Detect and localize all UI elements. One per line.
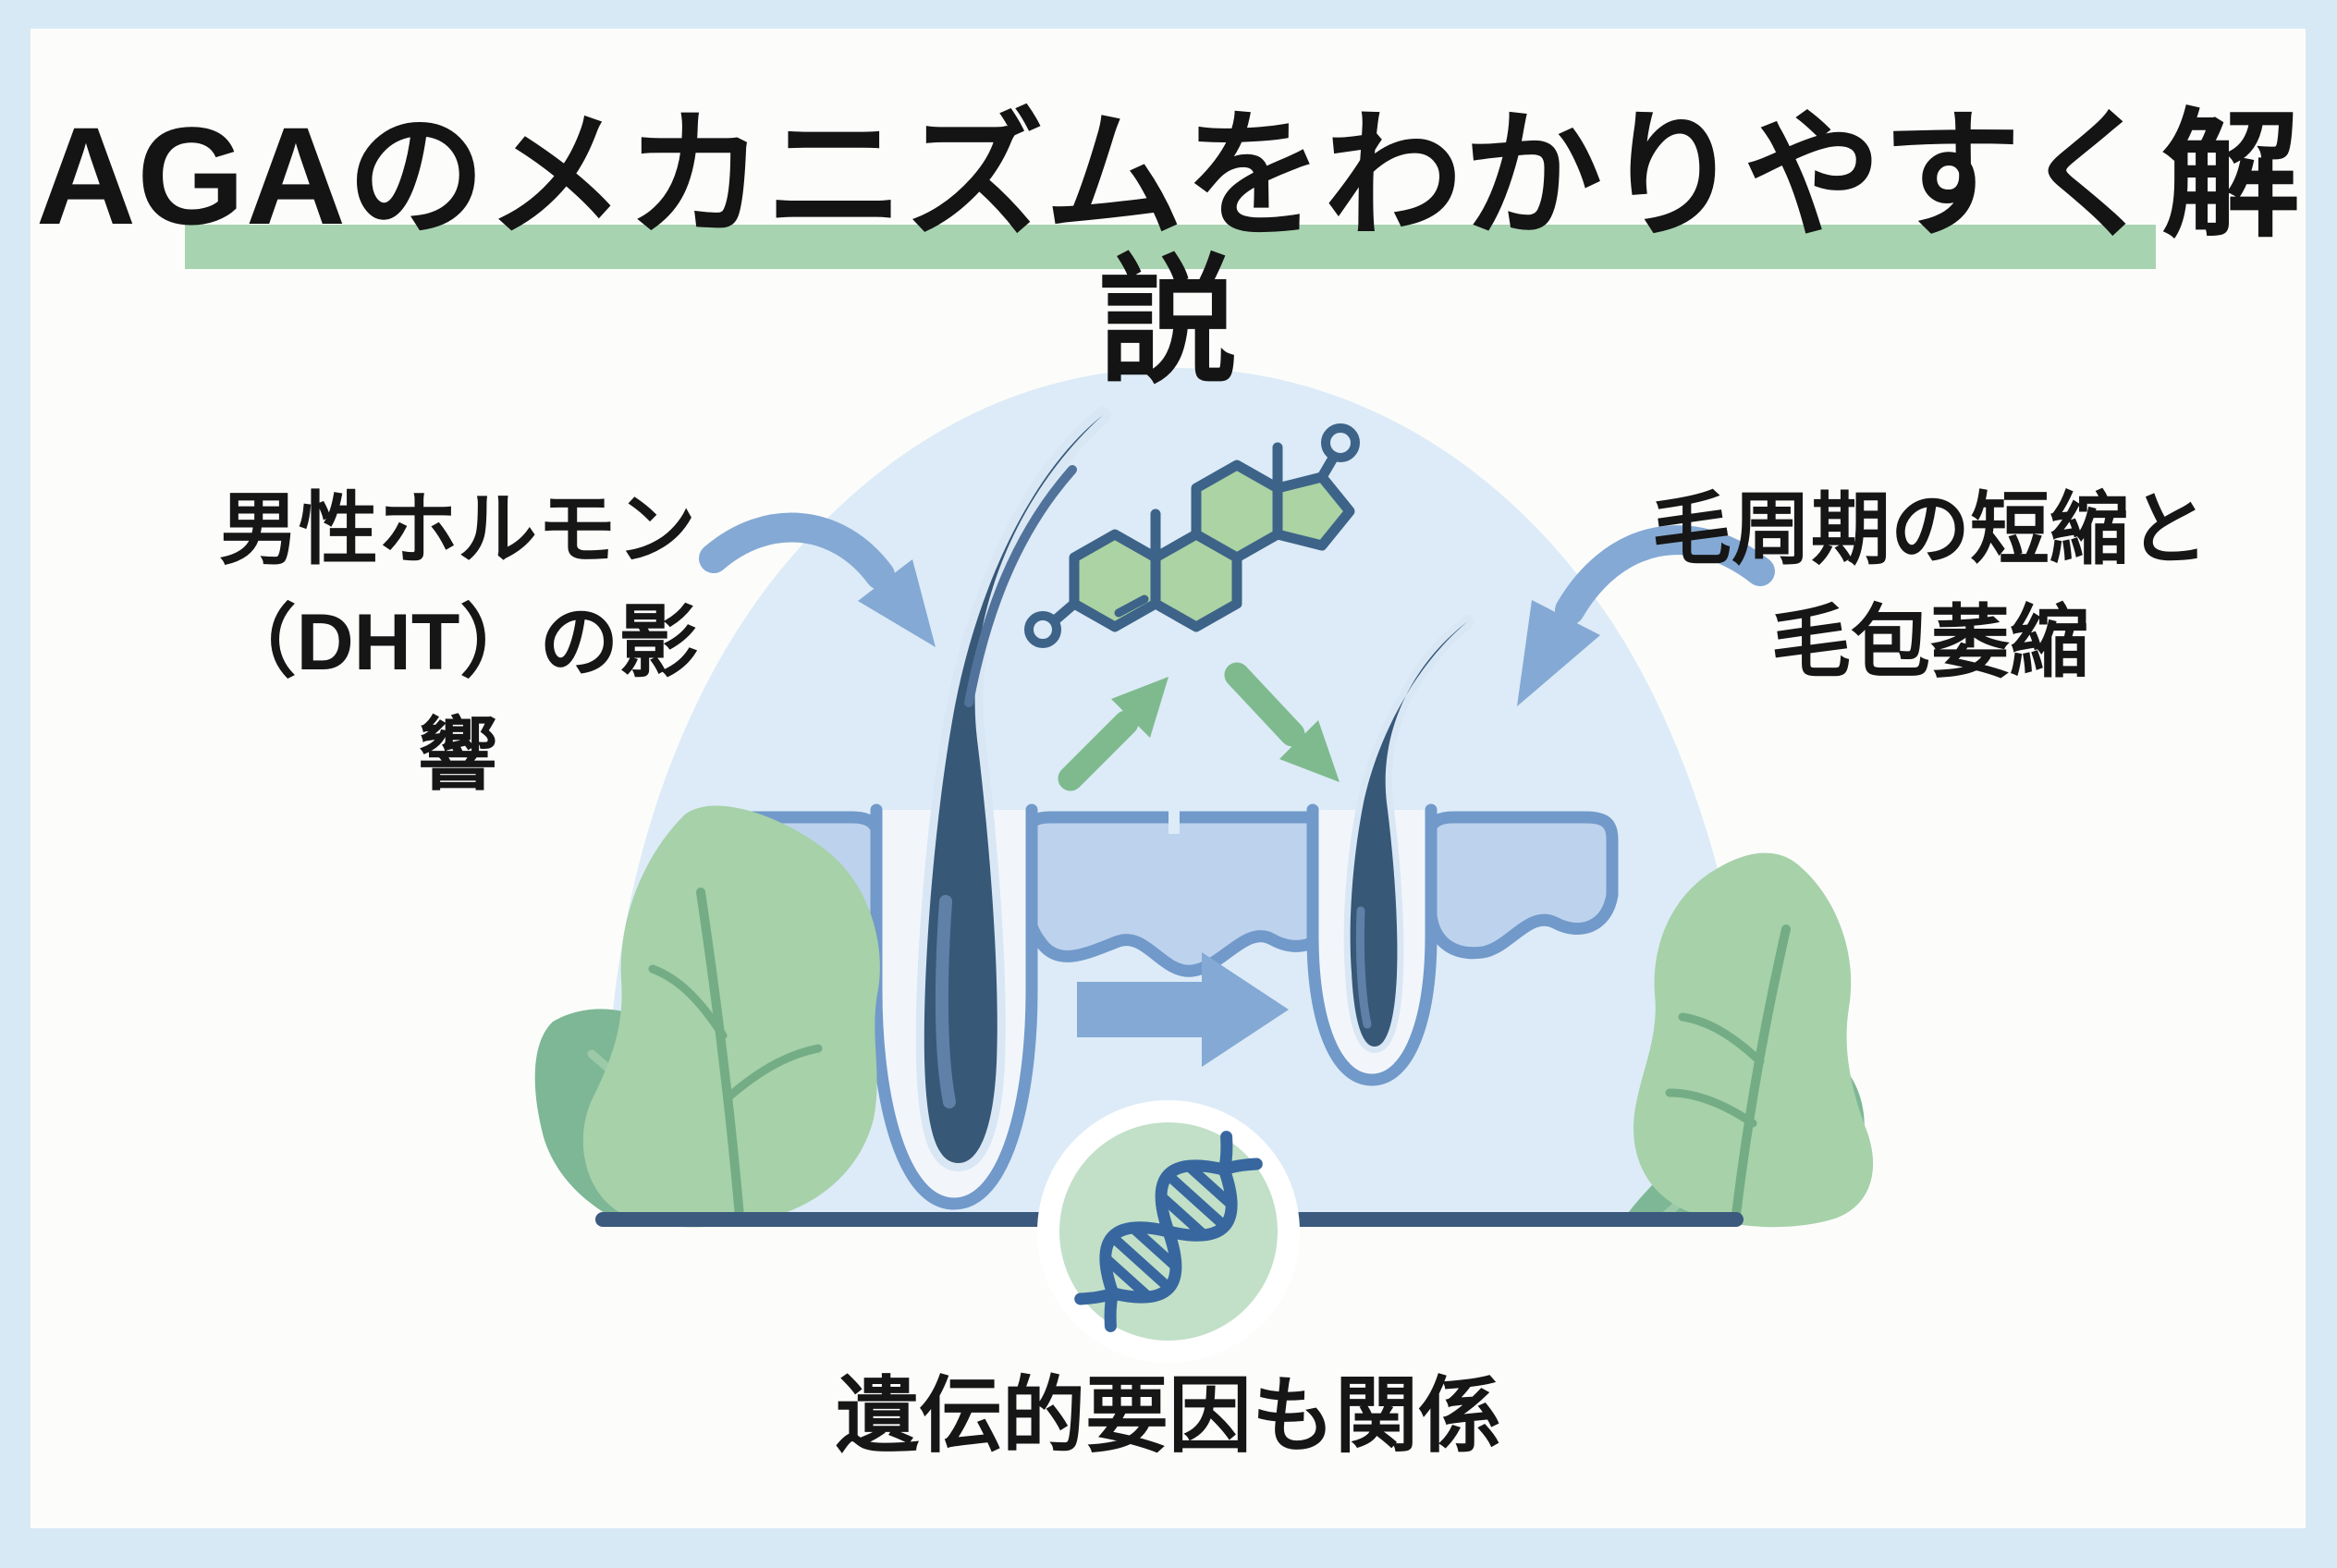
leaf-light-right-vein-branch2 xyxy=(1665,1088,1757,1128)
molecule-double-bond xyxy=(1114,594,1149,618)
label-dht-line1: 男性ホルモン xyxy=(219,485,696,574)
dna-rungs xyxy=(1100,1160,1237,1303)
leaf-light-right-vein xyxy=(1731,925,1791,1219)
dna-genetics-badge xyxy=(1037,1100,1300,1363)
molecule-ring-d xyxy=(1272,472,1355,551)
green-arrow-up-icon xyxy=(1058,677,1168,791)
dht-molecule-icon xyxy=(1024,423,1360,648)
molecule-oh-bottom-icon xyxy=(1024,611,1061,648)
label-hair-cycle: 毛周期の短縮と 毛包萎縮 xyxy=(1644,473,2217,699)
curved-influence-arrows xyxy=(699,512,1775,706)
hair-shaft-highlight xyxy=(964,465,1077,707)
leaf-light-left-vein xyxy=(696,888,744,1221)
progression-arrow-icon xyxy=(1077,952,1289,1067)
page-title: AGAのメカニズムをわかりやすく解説 xyxy=(35,98,2302,399)
leaf-light-left-vein-branch2 xyxy=(726,1044,823,1100)
title-highlight-bar xyxy=(185,225,2156,269)
dna-strand-2 xyxy=(1099,1131,1238,1332)
label-cycle-line2: 毛包萎縮 xyxy=(1771,598,2089,688)
healthy-follicle xyxy=(870,407,1111,1210)
thin-hair-strand-core xyxy=(1350,621,1468,1047)
label-genetic-factors: 遺伝的要因も関係 xyxy=(836,1370,1501,1463)
healthy-hair-strand-core xyxy=(924,415,1103,1163)
follicle-pocket-outline xyxy=(870,803,1038,1210)
green-reaction-arrows xyxy=(1058,662,1340,791)
small-follicle-pocket-outline xyxy=(1306,803,1438,1086)
leaf-light-left-vein-branch1 xyxy=(648,964,728,1040)
skin-segment-middle xyxy=(1018,811,1340,977)
small-bulb-highlight xyxy=(1355,906,1372,1029)
leaf-light-left xyxy=(582,805,880,1228)
hair-bulb-highlight xyxy=(935,895,956,1109)
leaf-light-right xyxy=(1633,852,1874,1228)
molecule-oh-top-icon xyxy=(1321,423,1360,462)
right-leaves xyxy=(1622,852,1874,1228)
miniaturized-follicle xyxy=(1306,615,1474,1086)
label-dht-influence: 男性ホルモン （DHT）の影響 xyxy=(185,473,730,812)
green-arrow-down-icon xyxy=(1224,662,1340,782)
skin-segment-right xyxy=(1421,811,1619,960)
molecule-ring-c xyxy=(1191,459,1283,563)
curved-arrow-left-icon xyxy=(699,512,936,647)
dna-icon xyxy=(1074,1131,1263,1332)
label-dht-line2: （DHT）の影響 xyxy=(216,598,699,801)
label-cycle-line1: 毛周期の短縮と xyxy=(1652,485,2209,574)
left-leaves xyxy=(534,805,880,1228)
leaf-light-right-vein-branch1 xyxy=(1678,1012,1765,1066)
curved-arrow-right-icon xyxy=(1517,525,1775,706)
